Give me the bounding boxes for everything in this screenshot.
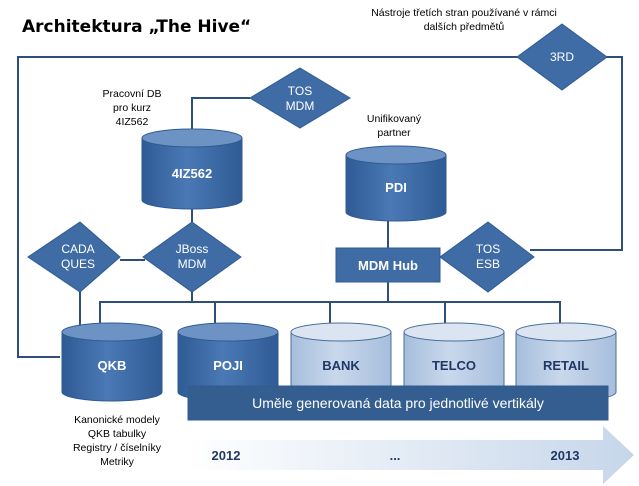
mdm-hub: MDM Hub bbox=[335, 247, 441, 283]
diamond-3rd-label: 3RD bbox=[550, 50, 574, 64]
diamond-tos-esb: TOS ESB bbox=[439, 221, 535, 293]
unified-partner-note-line-2: partner bbox=[377, 127, 411, 139]
banner-label: Uměle generovaná data pro jednotlivé ver… bbox=[252, 395, 544, 411]
timeline-middle: ... bbox=[390, 448, 401, 463]
connector-3rd-esb bbox=[530, 56, 623, 251]
diamond-3rd: 3RD bbox=[516, 23, 608, 91]
connector-tosmdm-4iz562 bbox=[191, 97, 250, 130]
database-qkb-label: QKB bbox=[98, 358, 127, 373]
third-party-note-line-1: Nástroje třetích stran používané v rámci bbox=[371, 7, 557, 19]
database-telco-label: TELCO bbox=[432, 358, 476, 373]
database-qkb: QKB bbox=[61, 322, 163, 402]
diamond-cada-ques: CADA QUES bbox=[27, 221, 121, 293]
diamond-jboss-mdm: JBoss MDM bbox=[142, 221, 242, 293]
database-4iz562: 4IZ562 bbox=[141, 128, 243, 210]
diamond-cada-ques-line-2: QUES bbox=[61, 257, 95, 271]
diamond-jboss-mdm-line-1: JBoss bbox=[176, 242, 209, 256]
database-telco: TELCO bbox=[403, 322, 505, 402]
database-pdi-label: PDI bbox=[385, 180, 407, 195]
diamond-tos-mdm-line-2: MDM bbox=[286, 99, 315, 113]
canonical-note-line-4: Metriky bbox=[100, 456, 135, 468]
unified-partner-note-line-1: Unifikovaný bbox=[367, 113, 422, 125]
mdm-hub-label: MDM Hub bbox=[358, 258, 418, 273]
third-party-note-line-2: dalších předmětů bbox=[424, 21, 505, 33]
diamond-tos-mdm: TOS MDM bbox=[249, 67, 351, 129]
work-db-note-line-2: pro kurz bbox=[113, 102, 151, 114]
database-bank-label: BANK bbox=[322, 358, 360, 373]
connector-lines bbox=[17, 56, 623, 358]
diamond-tos-esb-line-1: TOS bbox=[476, 242, 500, 256]
connector-qkb-3rd bbox=[17, 56, 520, 358]
database-retail-label: RETAIL bbox=[543, 358, 589, 373]
work-db-note-line-1: Pracovní DB bbox=[103, 88, 162, 100]
database-4iz562-label: 4IZ562 bbox=[172, 166, 212, 181]
work-db-note-line-3: 4IZ562 bbox=[116, 116, 149, 128]
synthetic-data-banner: Uměle generovaná data pro jednotlivé ver… bbox=[187, 385, 609, 421]
database-bank: BANK bbox=[290, 322, 392, 402]
timeline-end: 2013 bbox=[551, 448, 580, 463]
timeline-start: 2012 bbox=[212, 448, 241, 463]
diamond-tos-esb-line-2: ESB bbox=[476, 257, 500, 271]
diamond-cada-ques-line-1: CADA bbox=[61, 242, 94, 256]
canonical-note-line-2: QKB tabulky bbox=[88, 428, 147, 440]
timeline-arrow: 2012 ... 2013 bbox=[188, 426, 634, 484]
database-poji-label: POJI bbox=[213, 358, 243, 373]
canonical-note-line-1: Kanonické modely bbox=[74, 414, 161, 426]
diamond-tos-mdm-line-1: TOS bbox=[288, 84, 312, 98]
diagram-title: Architektura „The Hive“ bbox=[22, 17, 251, 37]
canonical-note-line-3: Registry / číselníky bbox=[73, 442, 162, 454]
diamond-jboss-mdm-line-2: MDM bbox=[178, 257, 207, 271]
database-pdi: PDI bbox=[345, 145, 447, 222]
